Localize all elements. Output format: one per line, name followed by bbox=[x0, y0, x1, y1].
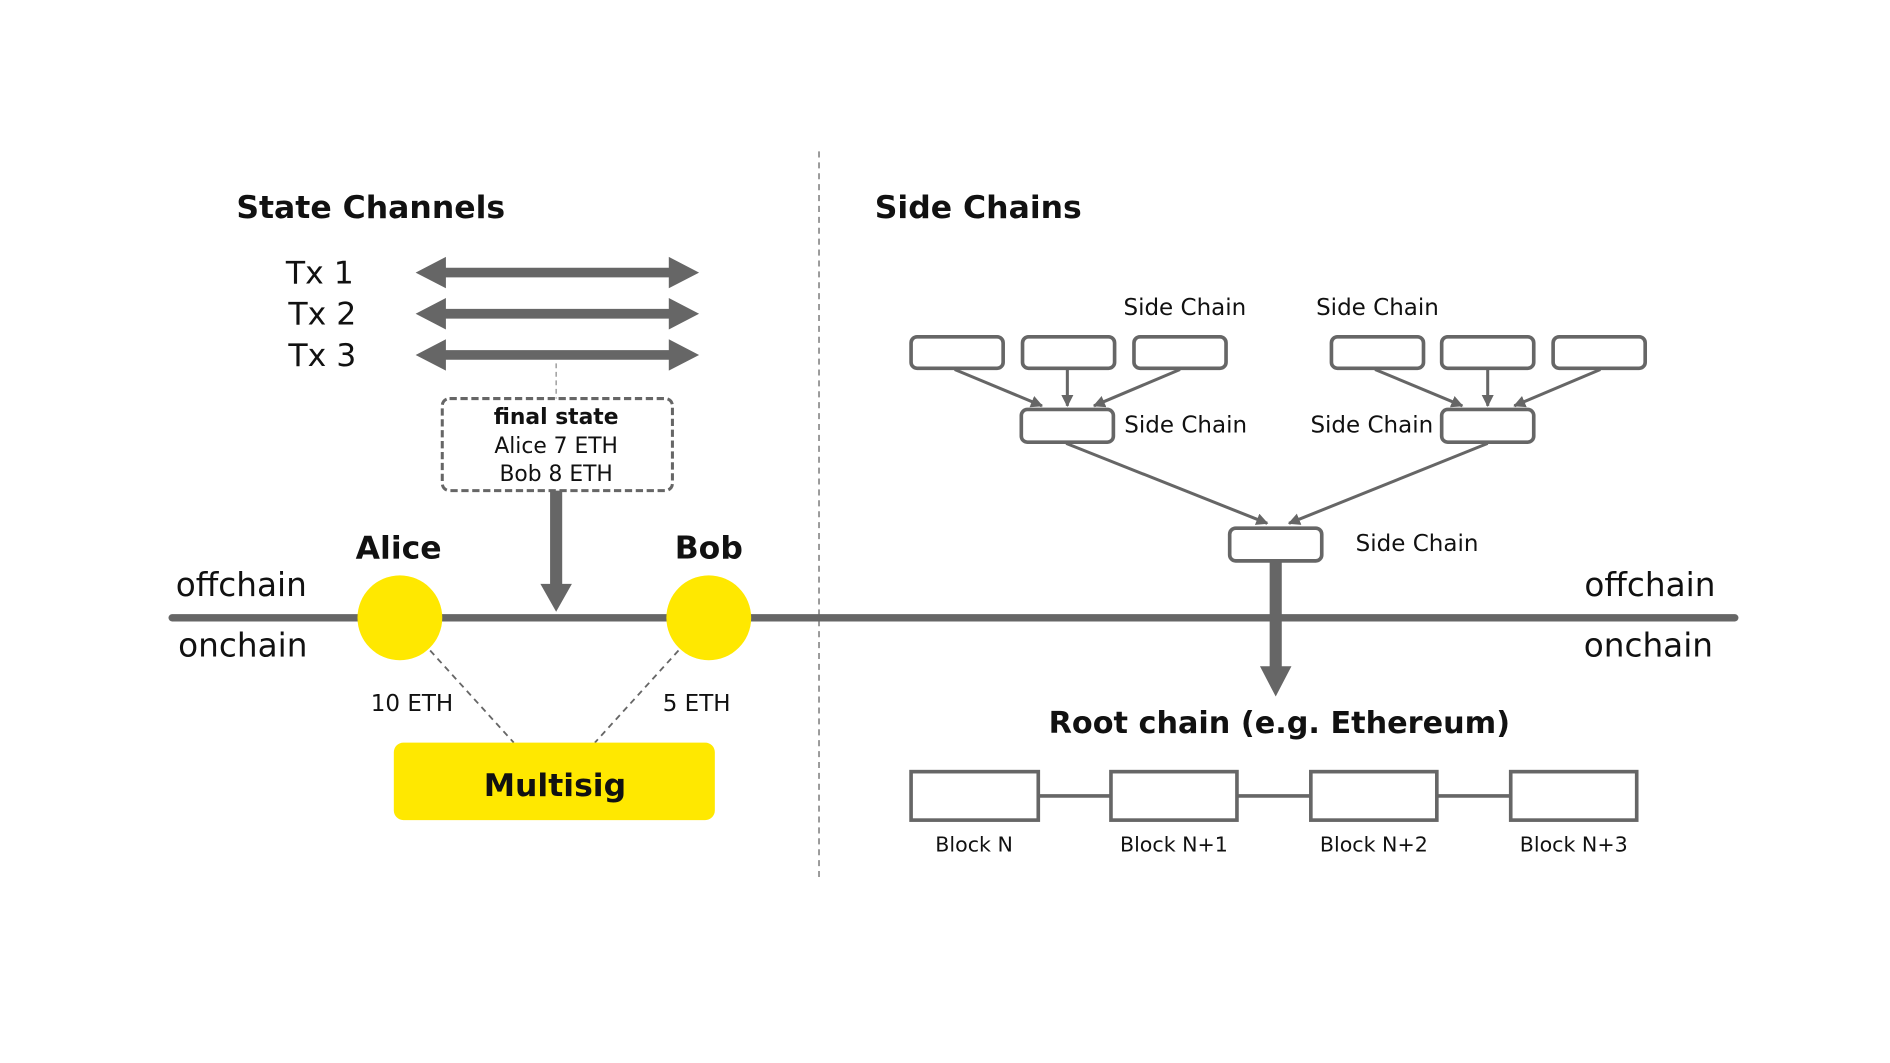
side-chain-box bbox=[1132, 334, 1228, 371]
side-chains-title: Side Chains bbox=[875, 190, 1082, 226]
final-state-bob: Bob 8 ETH bbox=[499, 462, 612, 487]
multisig-contract: Multisig bbox=[393, 742, 715, 821]
side-chain-box bbox=[909, 334, 1005, 371]
onchain-label-left: onchain bbox=[178, 627, 307, 665]
bob-deposit-line bbox=[594, 649, 680, 744]
bob-node bbox=[666, 575, 752, 661]
root-chain-blocks: Block N Block N+1 Block N+2 Block N+3 bbox=[909, 769, 1639, 857]
bidirectional-arrow-tx2 bbox=[415, 298, 700, 330]
side-chain-box bbox=[1227, 526, 1324, 563]
block-label: Block N+3 bbox=[1520, 833, 1628, 857]
block bbox=[909, 769, 1041, 822]
side-chain-label: Side Chain bbox=[1316, 295, 1439, 321]
side-chain-label: Side Chain bbox=[1123, 295, 1246, 321]
tx-label: Tx 3 bbox=[287, 338, 356, 374]
alice-label: Alice bbox=[356, 530, 442, 566]
final-state-box: final state Alice 7 ETH Bob 8 ETH bbox=[440, 397, 674, 493]
side-chain-box bbox=[1019, 407, 1116, 444]
tx-arrows bbox=[415, 256, 700, 371]
side-chain-box bbox=[1439, 334, 1536, 371]
side-chain-label: Side Chain bbox=[1310, 412, 1433, 438]
bob-deposit-label: 5 ETH bbox=[663, 691, 731, 717]
bob-label: Bob bbox=[675, 530, 743, 566]
block bbox=[1309, 769, 1439, 822]
state-channels-title: State Channels bbox=[236, 190, 505, 226]
bidirectional-arrow-tx3 bbox=[415, 339, 700, 371]
multisig-label: Multisig bbox=[484, 768, 626, 804]
side-chain-box bbox=[1329, 334, 1426, 371]
alice-deposit-line bbox=[429, 649, 515, 744]
side-chain-label: Side Chain bbox=[1124, 412, 1247, 438]
block bbox=[1109, 769, 1239, 822]
side-chain-box bbox=[1551, 334, 1648, 371]
offchain-label-left: offchain bbox=[176, 566, 307, 604]
commit-to-root-arrow bbox=[1259, 560, 1292, 697]
side-chain-box bbox=[1020, 334, 1117, 371]
tx-label: Tx 2 bbox=[287, 297, 356, 333]
side-chain-label: Side Chain bbox=[1356, 531, 1479, 557]
settle-arrow bbox=[540, 490, 572, 612]
tx-label: Tx 1 bbox=[285, 255, 354, 291]
onchain-label-right: onchain bbox=[1584, 627, 1713, 665]
block bbox=[1508, 769, 1639, 822]
final-state-title: final state bbox=[494, 405, 619, 430]
root-chain-title: Root chain (e.g. Ethereum) bbox=[1049, 706, 1510, 741]
final-state-alice: Alice 7 ETH bbox=[494, 434, 618, 459]
block-label: Block N+2 bbox=[1320, 833, 1428, 857]
offchain-label-right: offchain bbox=[1584, 566, 1715, 604]
alice-deposit-label: 10 ETH bbox=[371, 691, 453, 717]
bidirectional-arrow-tx1 bbox=[415, 256, 700, 289]
side-chain-boxes bbox=[909, 334, 1648, 563]
block-label: Block N+1 bbox=[1120, 833, 1228, 857]
block-label: Block N bbox=[935, 833, 1013, 857]
side-chain-arrows bbox=[954, 368, 1601, 525]
side-chain-box bbox=[1439, 407, 1536, 444]
tx-list: Tx 1 Tx 2 Tx 3 bbox=[285, 255, 356, 373]
alice-node bbox=[357, 575, 443, 661]
